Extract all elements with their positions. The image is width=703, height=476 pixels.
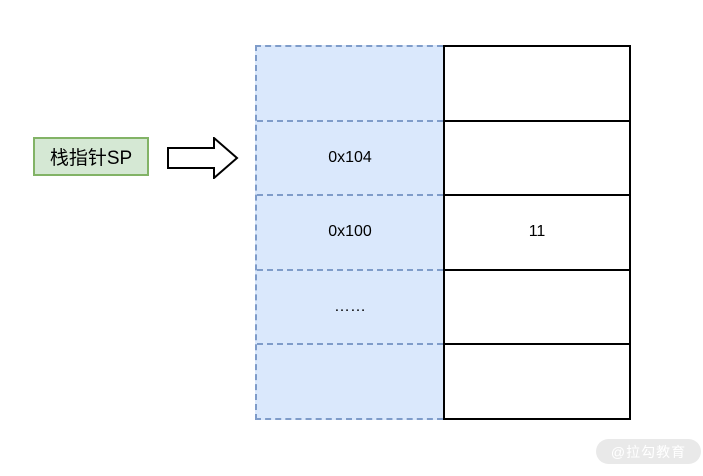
value-cell — [445, 271, 629, 346]
value-cell — [445, 122, 629, 197]
address-cell: 0x100 — [257, 196, 443, 271]
address-cell — [257, 345, 443, 418]
watermark-text: @拉勾教育 — [610, 443, 687, 460]
value-cell — [445, 47, 629, 122]
address-cell — [257, 47, 443, 122]
stack-pointer-label: 栈指针SP — [33, 137, 149, 176]
stack-pointer-label-text: 栈指针SP — [49, 148, 133, 169]
address-cell: 0x104 — [257, 122, 443, 197]
watermark-badge: @拉勾教育 — [596, 439, 701, 464]
value-cell — [445, 345, 629, 418]
address-cell: …… — [257, 271, 443, 346]
right-block-arrow-icon — [167, 137, 239, 179]
value-cell: 11 — [445, 196, 629, 271]
address-column: 0x104 0x100 …… — [255, 45, 443, 420]
memory-value-column: 11 — [443, 45, 631, 420]
